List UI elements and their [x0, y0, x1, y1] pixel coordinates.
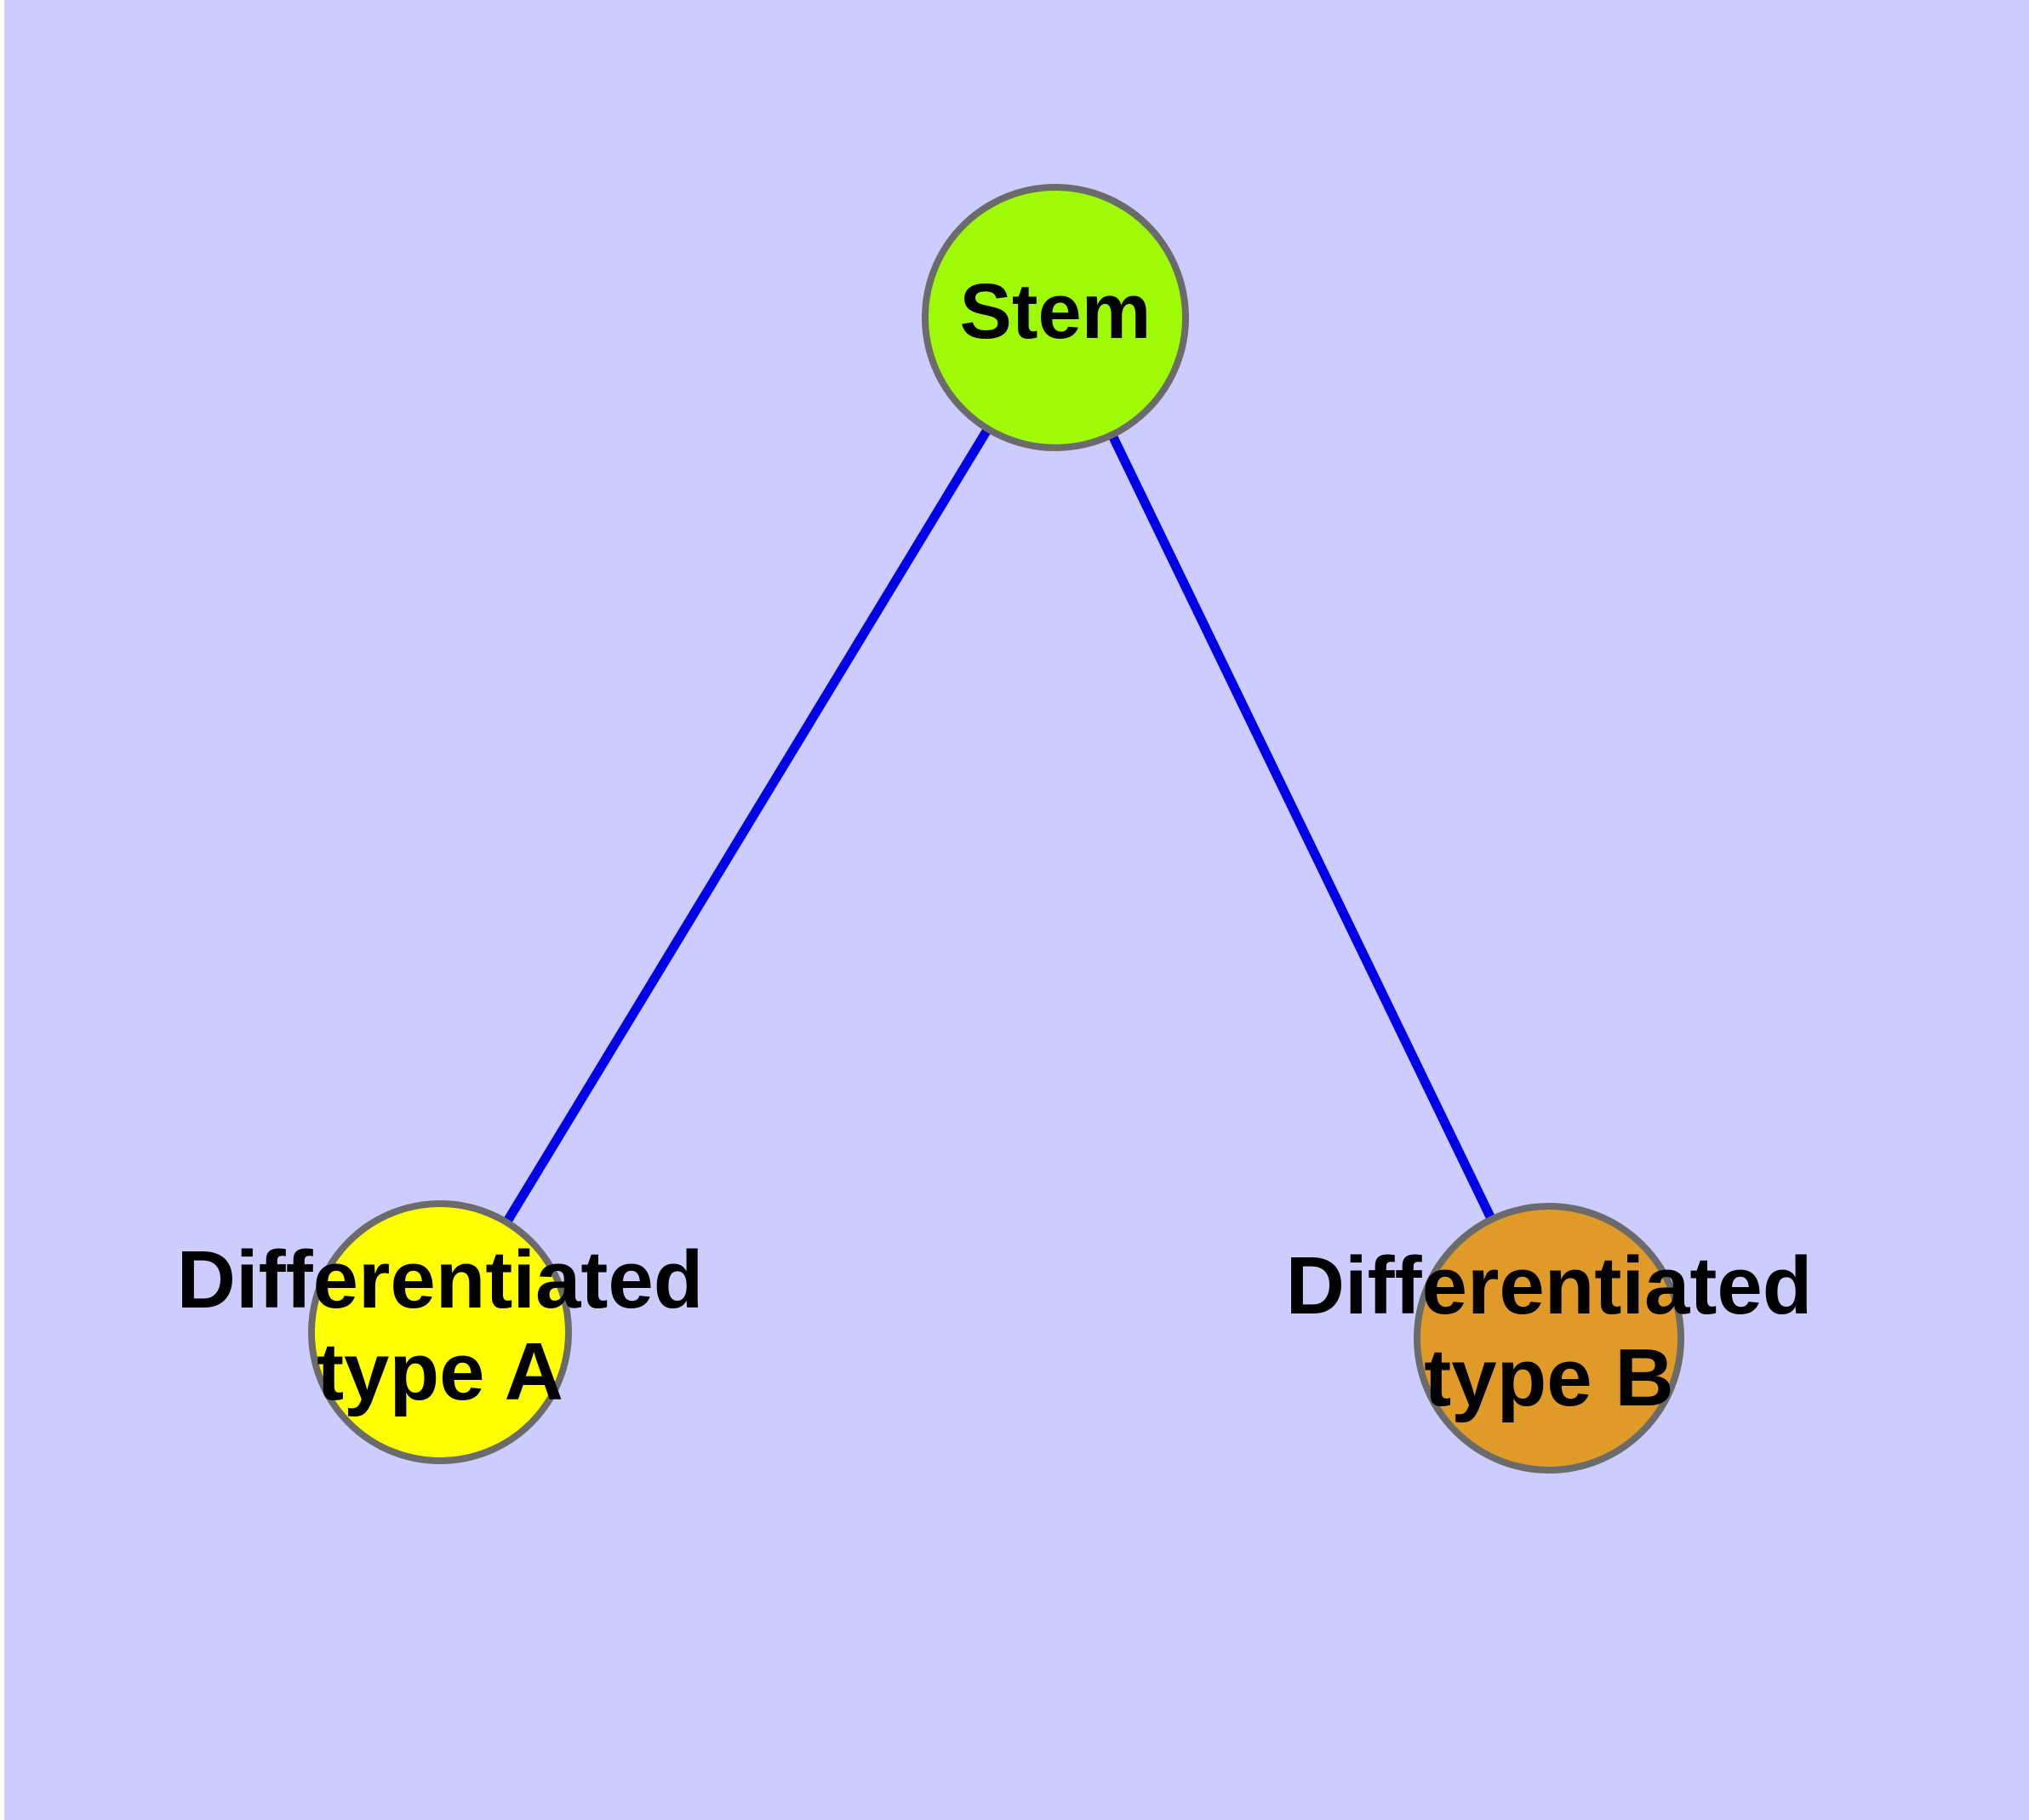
edge-stem-to-differentiated-type-b[interactable] — [1108, 434, 1495, 1221]
node-label-line: Stem — [960, 268, 1152, 355]
node-stem[interactable] — [922, 184, 1189, 451]
node-circle-differentiated-type-b[interactable] — [1414, 1203, 1684, 1474]
node-label-line: Differentiated — [1286, 1240, 1813, 1331]
node-circle-stem[interactable] — [922, 184, 1189, 451]
node-label-line: type A — [317, 1327, 563, 1418]
edges-group — [503, 427, 1495, 1224]
node-circle-differentiated-type-a[interactable] — [308, 1200, 572, 1464]
edge-stem-to-differentiated-type-a[interactable] — [503, 427, 992, 1224]
node-label-line: Differentiated — [177, 1234, 704, 1325]
node-differentiated-type-b[interactable] — [1414, 1203, 1684, 1474]
node-label-stem: Stem — [960, 268, 1152, 355]
nodes-group — [308, 184, 1684, 1474]
node-differentiated-type-a[interactable] — [308, 1200, 572, 1464]
node-label-line: type B — [1424, 1333, 1673, 1424]
